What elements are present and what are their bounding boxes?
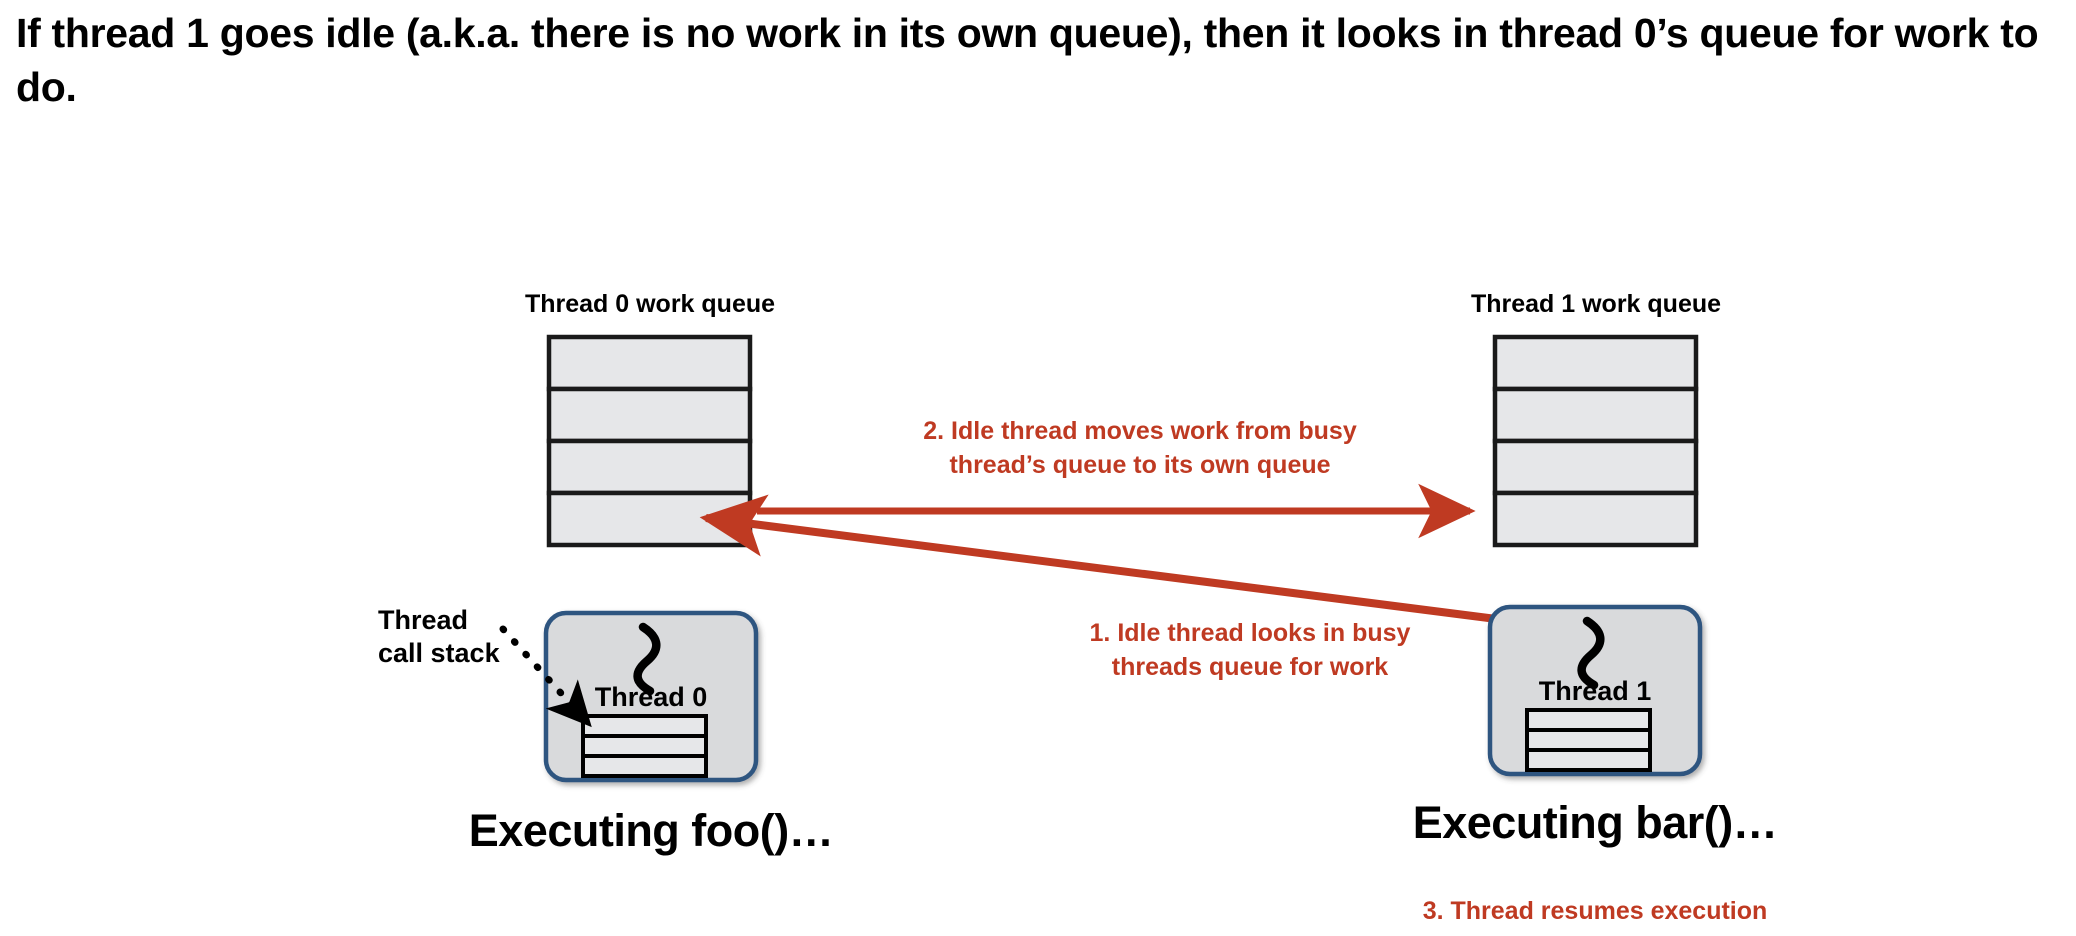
step3-annotation: 3. Thread resumes execution <box>1422 897 1768 925</box>
callstack-frame <box>581 754 708 778</box>
queue-slot <box>1492 334 1699 392</box>
queue-slot <box>1492 386 1699 444</box>
thread-0-work-queue <box>546 334 753 548</box>
callstack-pointer-arrow <box>499 625 592 728</box>
callstack-label: Thread call stack <box>378 604 558 670</box>
step1-line-1: 1. Idle thread looks in busy <box>1089 619 1411 647</box>
queue-slot <box>1492 490 1699 548</box>
thread-1-work-queue <box>1492 334 1699 548</box>
thread-1-status: Executing bar()… <box>1412 797 1778 848</box>
step2-annotation: 2. Idle thread moves work from busy thre… <box>860 415 1420 483</box>
step1-line-2: threads queue for work <box>1111 652 1389 681</box>
queue-slot <box>1492 438 1699 496</box>
steam-squiggle-icon <box>633 622 661 696</box>
queue-slot <box>546 334 753 392</box>
thread-1-name: Thread 1 <box>1538 676 1652 706</box>
thread-0-status: Executing foo()… <box>468 805 834 856</box>
step2-line-1: 2. Idle thread moves work from busy <box>923 417 1357 445</box>
step2-line-2: thread’s queue to its own queue <box>949 450 1331 479</box>
thread-0-queue-caption: Thread 0 work queue <box>524 290 776 318</box>
callstack-frame <box>581 714 708 738</box>
callstack-frame <box>1525 748 1652 772</box>
callstack-label-line-2: call stack <box>378 637 500 668</box>
callstack-label-line-1: Thread <box>378 605 469 635</box>
thread-1-queue-caption: Thread 1 work queue <box>1470 290 1722 318</box>
steam-squiggle-icon <box>1577 616 1605 690</box>
step1-lookup-arrow <box>699 494 1513 625</box>
thread-0-name: Thread 0 <box>594 682 708 712</box>
step1-annotation: 1. Idle thread looks in busy threads que… <box>1040 617 1460 685</box>
thread-1-box <box>1487 604 1703 777</box>
callstack-frame <box>581 734 708 758</box>
queue-slot <box>546 386 753 444</box>
page-title: If thread 1 goes idle (a.k.a. there is n… <box>16 10 2039 111</box>
callstack-frame <box>1525 708 1652 732</box>
callstack-frame <box>1525 728 1652 752</box>
thread-0-box <box>543 610 759 783</box>
queue-slot <box>546 438 753 496</box>
